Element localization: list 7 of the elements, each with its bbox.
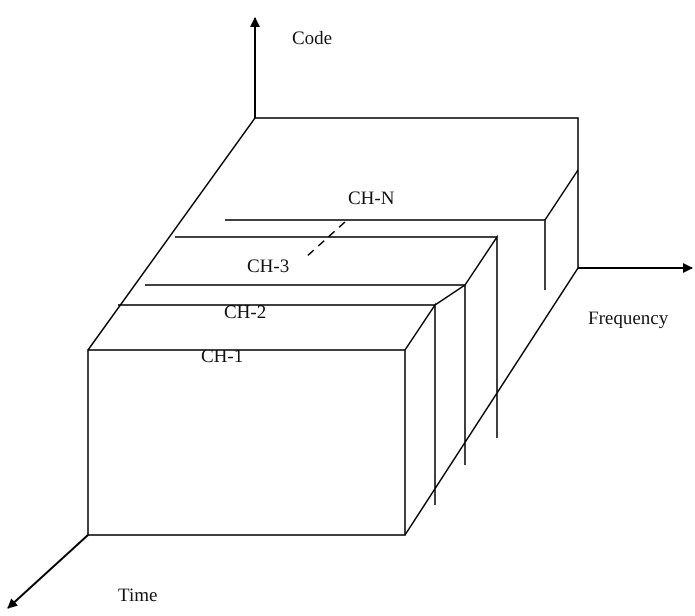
axis-label: Time [118,585,158,607]
axis-label: Frequency [588,308,668,330]
channel-label: CH-N [348,188,394,210]
axis-label: Code [292,28,332,50]
channel-label: CH-3 [247,256,290,278]
channel-label: CH-1 [201,346,244,368]
channel-label: CH-2 [224,302,266,324]
